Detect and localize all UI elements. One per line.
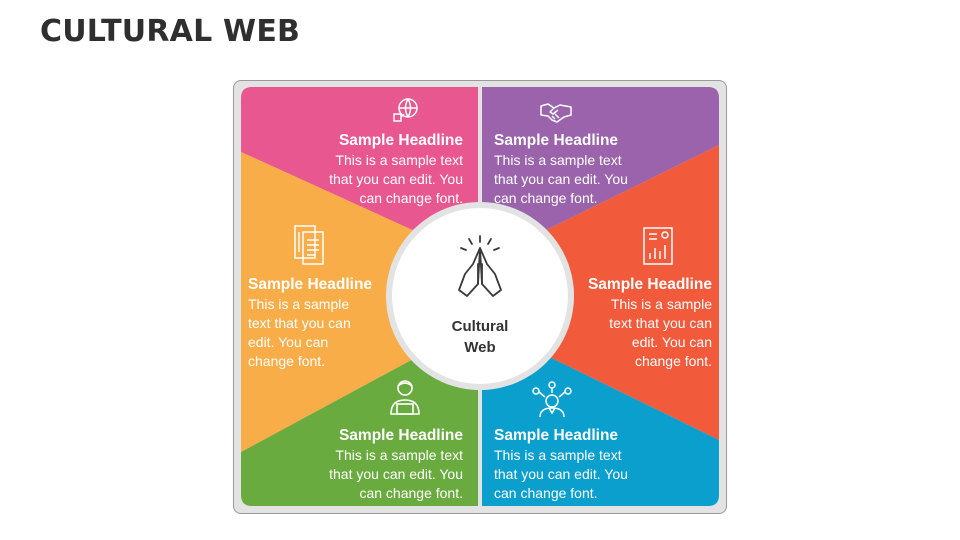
headline-top-left: Sample Headline [338,132,463,149]
segment-middle-left [241,152,430,452]
segment-middle-right [530,145,719,440]
segment-bottom-right [482,350,719,506]
handshake-icon [540,103,572,123]
praying-hands-icon [458,235,502,297]
segment-top-right [482,87,719,238]
headline-bottom-left: Sample Headline [338,427,463,444]
text-middle-left: This is a sample text that you can edit.… [248,296,351,369]
text-top-left: This is a sample text that you can edit.… [329,152,463,206]
block-middle-right: Sample Headline This is a sample text th… [556,274,712,371]
person-network-icon [532,381,572,418]
segment-bottom-left [241,350,478,506]
text-top-right: This is a sample text that you can edit.… [494,152,628,206]
text-bottom-left: This is a sample text that you can edit.… [329,447,463,501]
block-top-right: Sample Headline This is a sample text th… [494,130,674,208]
block-top-left: Sample Headline This is a sample text th… [300,130,463,208]
text-middle-right: This is a sample text that you can edit.… [609,296,712,369]
slide-title: CULTURAL WEB [40,14,301,49]
headline-middle-left: Sample Headline [248,276,373,293]
block-bottom-right: Sample Headline This is a sample text th… [494,425,674,503]
headline-middle-right: Sample Headline [587,276,712,293]
globe-network-icon [393,98,418,122]
block-bottom-left: Sample Headline This is a sample text th… [300,425,463,503]
segment-top-left [241,87,478,238]
headline-bottom-right: Sample Headline [494,427,619,444]
center-circle [392,208,568,384]
document-list-icon [294,225,324,265]
block-middle-left: Sample Headline This is a sample text th… [248,274,398,371]
center-label: Cultural Web [451,318,509,356]
person-laptop-icon [390,380,420,415]
report-chart-icon [643,227,673,265]
text-bottom-right: This is a sample text that you can edit.… [494,447,628,501]
headline-top-right: Sample Headline [494,132,619,149]
